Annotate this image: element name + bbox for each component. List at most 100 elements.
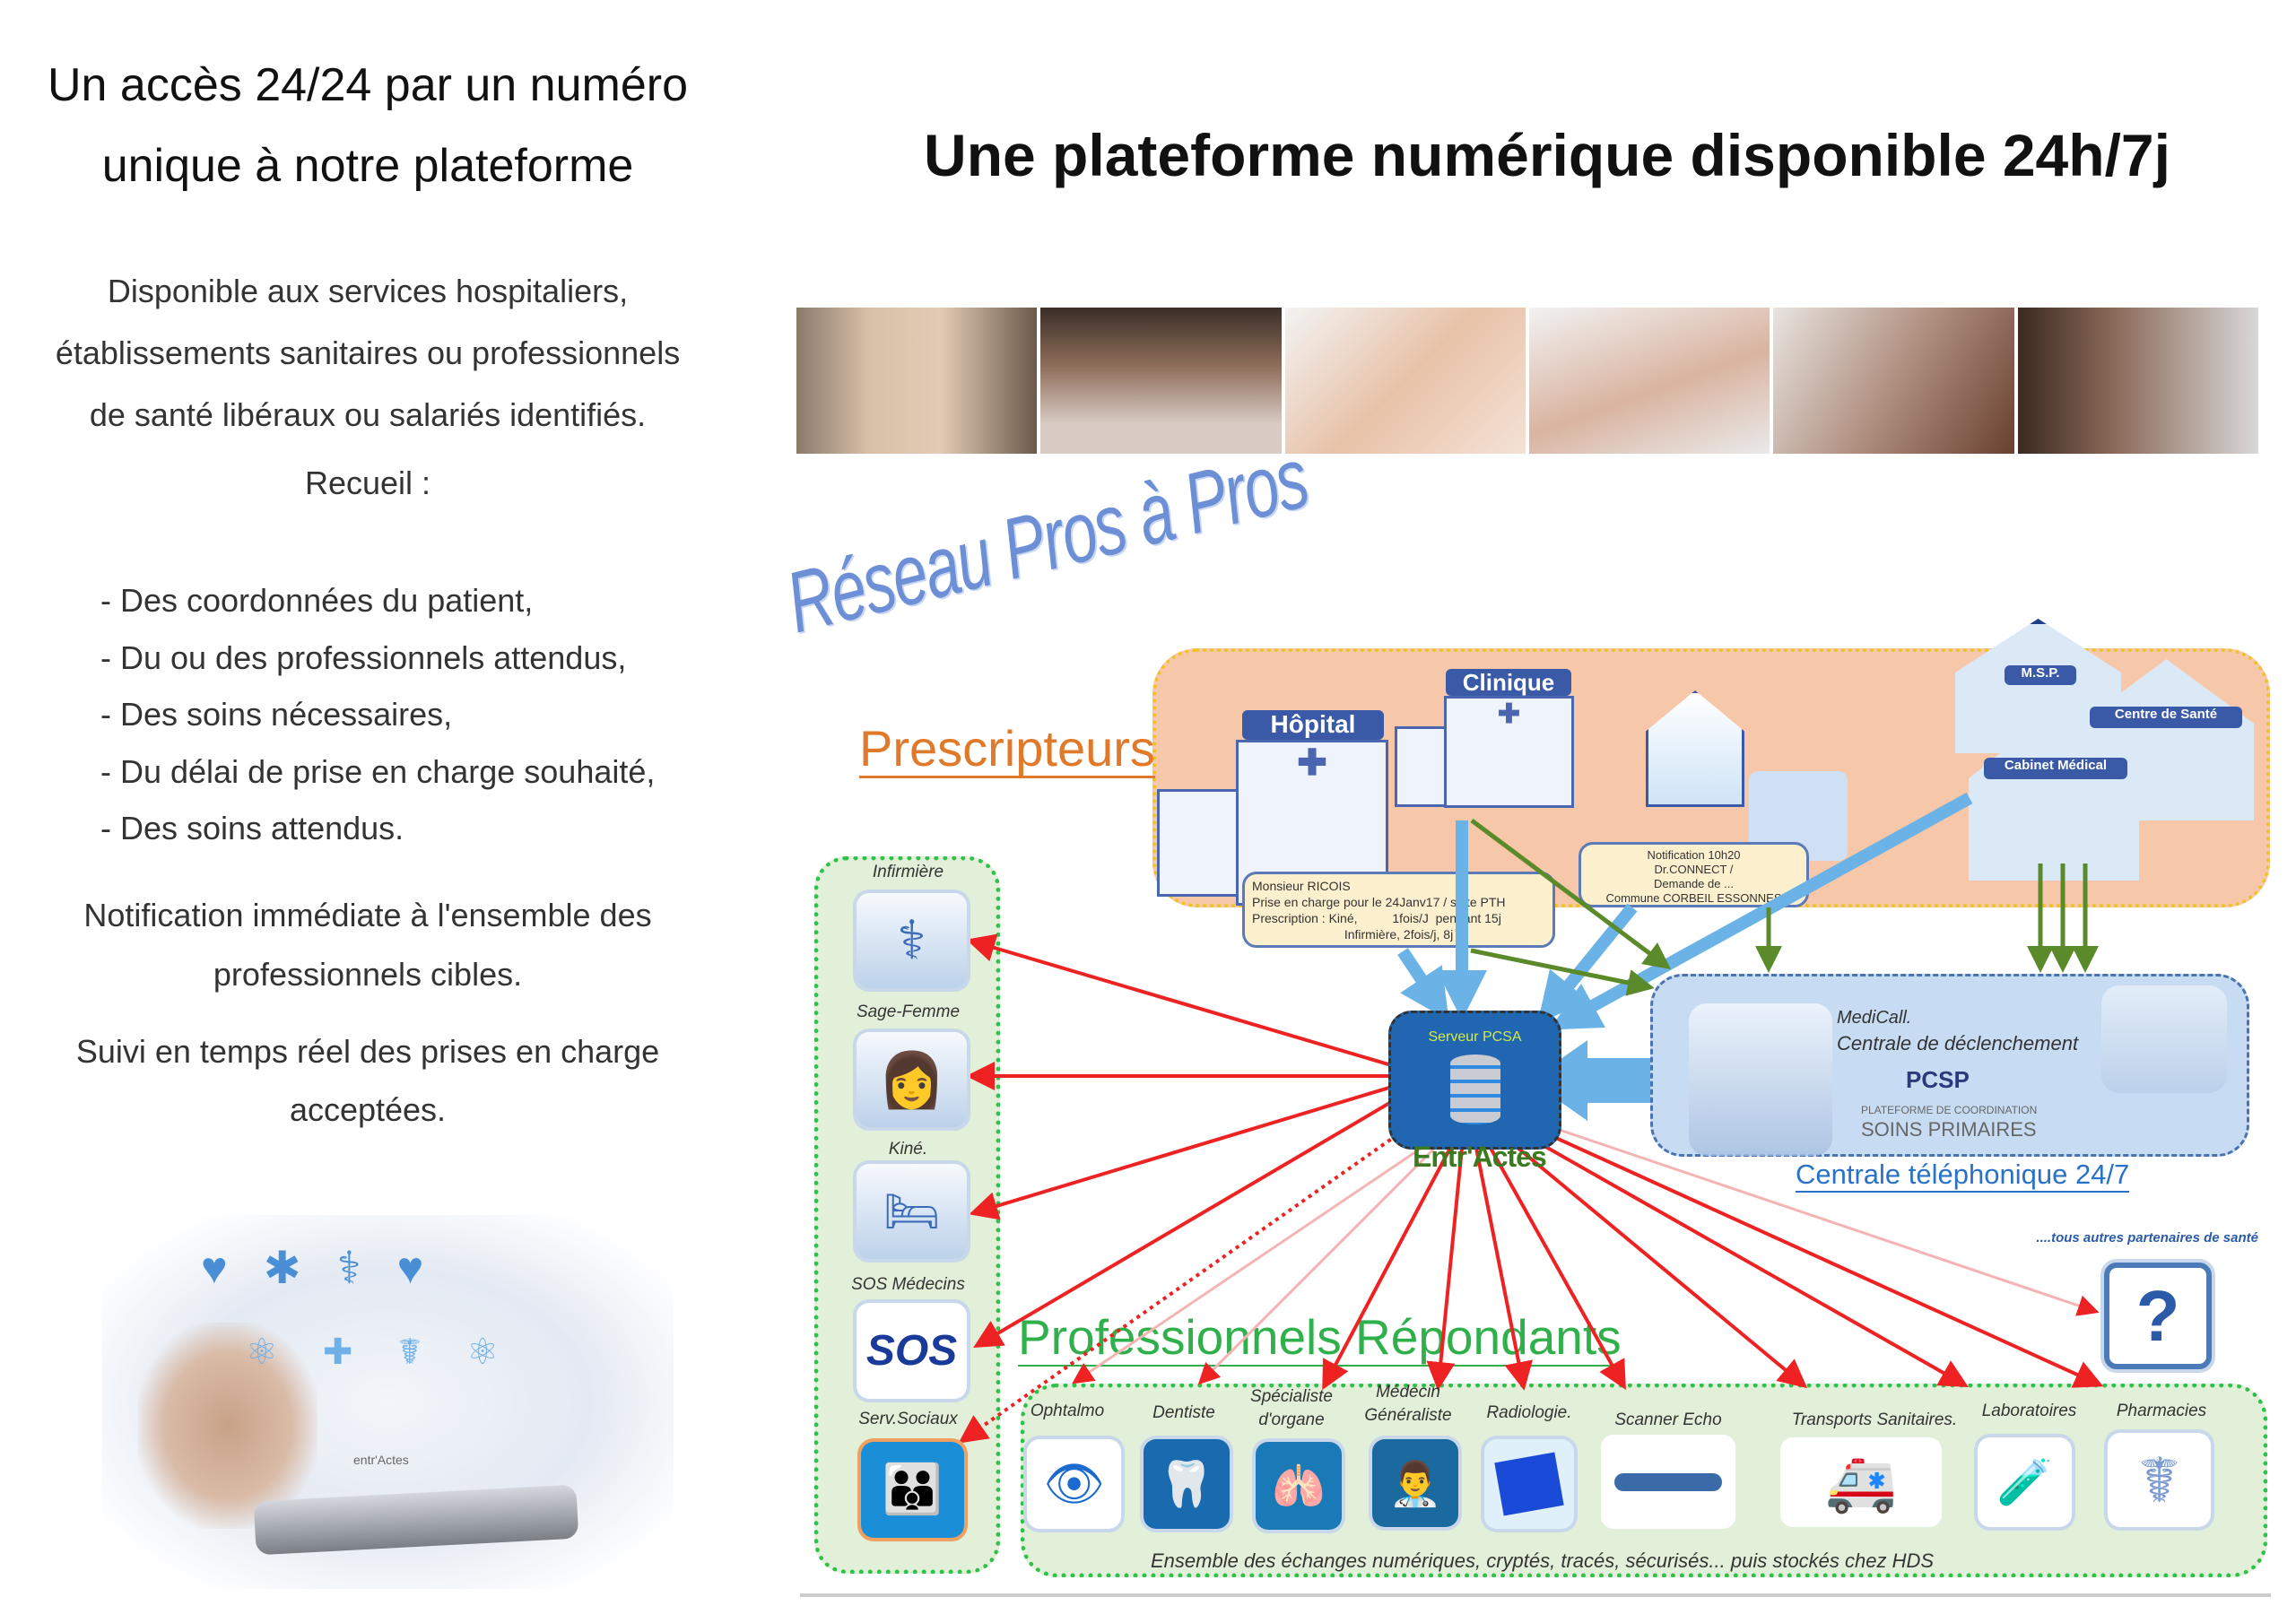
page-title: Une plateforme numérique disponible 24h/… (924, 122, 2170, 188)
infirmiere-icon[interactable]: ⚕ (857, 893, 967, 988)
red-arrow-light (1197, 1137, 1446, 1385)
midwife-icon: 👩 (878, 1049, 945, 1110)
red-arrow (966, 933, 1429, 1078)
dentiste-label: Dentiste (1152, 1403, 1215, 1422)
pcsp-subtitle: SOINS PRIMAIRES (1861, 1118, 2037, 1141)
green-arrow (1470, 948, 1655, 996)
red-dotted-arrow (958, 1119, 1419, 1444)
sage-femme-icon[interactable]: 👩 (857, 1032, 967, 1127)
hand-phone-illustration: ♥✱⚕♥ ⚛✚☤⚛ entr'Actes (102, 1215, 674, 1589)
red-arrow (1483, 1110, 1969, 1387)
transports-sanitaires-icon[interactable]: 🚑 (1780, 1437, 1942, 1527)
ambulance-icon: 🚑 (1825, 1449, 1897, 1515)
pcsp-logo: PCSP (1906, 1066, 1970, 1093)
scanner-echo-icon[interactable] (1601, 1435, 1735, 1529)
photo-newborn (1284, 308, 1526, 454)
intro-text: Disponible aux services hospitaliers, ét… (27, 260, 709, 446)
red-arrow (1322, 1120, 1466, 1391)
autres-partenaires-label: ....tous autres partenaires de santé (2036, 1230, 2258, 1245)
red-arrow (1426, 1120, 1466, 1391)
database-icon (1449, 1055, 1500, 1124)
radiologie-icon[interactable] (1484, 1439, 1574, 1529)
list-item: - Du délai de prise en charge souhaité, (100, 752, 656, 790)
note-line: Prise en charge pour le 24Janv17 / suite… (1252, 895, 1506, 909)
text-line: acceptées. (289, 1091, 447, 1128)
doctor-desk-icon: 👨‍⚕️ (1388, 1460, 1442, 1508)
recueil-label: Recueil : (304, 464, 431, 501)
intro-line: Disponible aux services hospitaliers, (107, 273, 629, 309)
operators-icon (2101, 985, 2227, 1093)
clinique-label: Clinique (1446, 669, 1571, 696)
pharmacy-cross-icon: ☤ (2138, 1445, 2180, 1515)
operators-icon (1689, 1003, 1832, 1156)
radiologie-label: Radiologie. (1486, 1403, 1572, 1422)
red-arrow-light (1479, 1101, 2100, 1316)
dentiste-icon[interactable]: 🦷 (1144, 1439, 1230, 1529)
ophtalmo-icon[interactable]: 👁 (1027, 1439, 1121, 1529)
serv-sociaux-icon[interactable]: 👪 (861, 1442, 964, 1538)
specialiste-icon[interactable]: 🫁 (1256, 1442, 1342, 1530)
notification-note: Notification 10h20 Dr.CONNECT / Demande … (1578, 842, 1809, 907)
red-arrow-light (1072, 1137, 1436, 1384)
entractes-logo: entr'Actes (353, 1453, 409, 1467)
clinic-building-icon: ✚ (1444, 696, 1574, 808)
nurse-icon: ⚕ (897, 910, 926, 970)
laboratoires-icon[interactable]: 🧪 (1978, 1437, 2072, 1527)
tooth-icon: 🦷 (1158, 1458, 1215, 1509)
footer-note: Ensemble des échanges numériques, crypté… (1151, 1549, 1935, 1572)
professionnels-repondants-label: Professionnels Répondants (1018, 1309, 1622, 1367)
sage-femme-label: Sage-Femme (856, 1002, 961, 1021)
red-arrow (1478, 1115, 1808, 1389)
pharmacies-icon[interactable]: ☤ (2108, 1433, 2211, 1527)
photo-elderly-couple (796, 308, 1038, 454)
lungs-icon: 🫁 (1272, 1462, 1326, 1511)
text-line: professionnels cibles. (213, 956, 523, 993)
intro-line: de santé libéraux ou salariés identifiés… (89, 396, 647, 433)
left-title-line: Un accès 24/24 par un numéro (48, 59, 688, 111)
sos-medecins-icon[interactable]: SOS (857, 1303, 967, 1399)
photo-iv-hand (1528, 308, 1770, 454)
question-icon[interactable]: ? (2104, 1263, 2212, 1369)
prescripteurs-label: Prescripteurs (859, 720, 1155, 778)
text-line: Notification immédiate à l'ensemble des (83, 897, 652, 933)
centre-sante-label: Centre de Santé (2090, 707, 2242, 728)
test-tubes-icon: 🧪 (1996, 1456, 2053, 1507)
physio-icon: 🛏 (883, 1185, 941, 1237)
recueil-list: - Des coordonnées du patient, - Du ou de… (100, 572, 655, 857)
suivi-text: Suivi en temps réel des prises en charge… (27, 1022, 709, 1139)
infirmiere-label: Infirmière (872, 863, 944, 881)
server-pcsa[interactable]: Serveur PCSA (1388, 1011, 1561, 1150)
divider (800, 1593, 2271, 1597)
serv-sociaux-label: Serv.Sociaux (858, 1410, 958, 1428)
list-item: - Des soins nécessaires, (100, 696, 453, 733)
transports-sanitaires-label: Transports Sanitaires. (1791, 1410, 1958, 1429)
cross-icon: ✚ (1497, 699, 1521, 729)
red-arrow (973, 1079, 1430, 1349)
scanner-bed-icon (1614, 1472, 1722, 1491)
green-arrow (1470, 818, 1672, 969)
centrale-box: MediCall. Centrale de déclenchement PCSP… (1650, 974, 2249, 1157)
photo-blood-sample (1773, 308, 2014, 454)
centrale-telephonique-label: Centrale téléphonique 24/7 (1796, 1159, 2130, 1193)
list-item: - Des soins attendus. (100, 810, 404, 846)
centrale-declenchement-label: Centrale de déclenchement (1837, 1032, 2079, 1055)
list-item: - Du ou des professionnels attendus, (100, 638, 627, 676)
eye-icon: 👁 (1043, 1456, 1105, 1511)
note-line: Commune CORBEIL ESSONNES (1605, 891, 1782, 905)
left-title-line: unique à notre plateforme (101, 140, 634, 192)
pharmacies-label: Pharmacies (2116, 1402, 2207, 1420)
cross-icon: ✚ (1297, 743, 1327, 783)
note-line: Notification 10h20 (1647, 848, 1741, 862)
list-item: - Des coordonnées du patient, (100, 582, 534, 619)
kine-icon[interactable]: 🛏 (857, 1164, 967, 1259)
photo-iv-drip (2017, 308, 2258, 454)
specialiste-label: Spécialiste d'organe (1250, 1387, 1333, 1429)
medecin-generaliste-icon[interactable]: 👨‍⚕️ (1372, 1439, 1458, 1527)
photo-baby-care (1040, 308, 1282, 454)
medical-icons-cloud: ♥✱⚕♥ (201, 1243, 460, 1293)
care-hands-icon: 👪 (882, 1462, 944, 1516)
kine-label: Kiné. (888, 1140, 928, 1159)
hand-shape (138, 1323, 317, 1529)
xray-icon (1494, 1452, 1564, 1516)
